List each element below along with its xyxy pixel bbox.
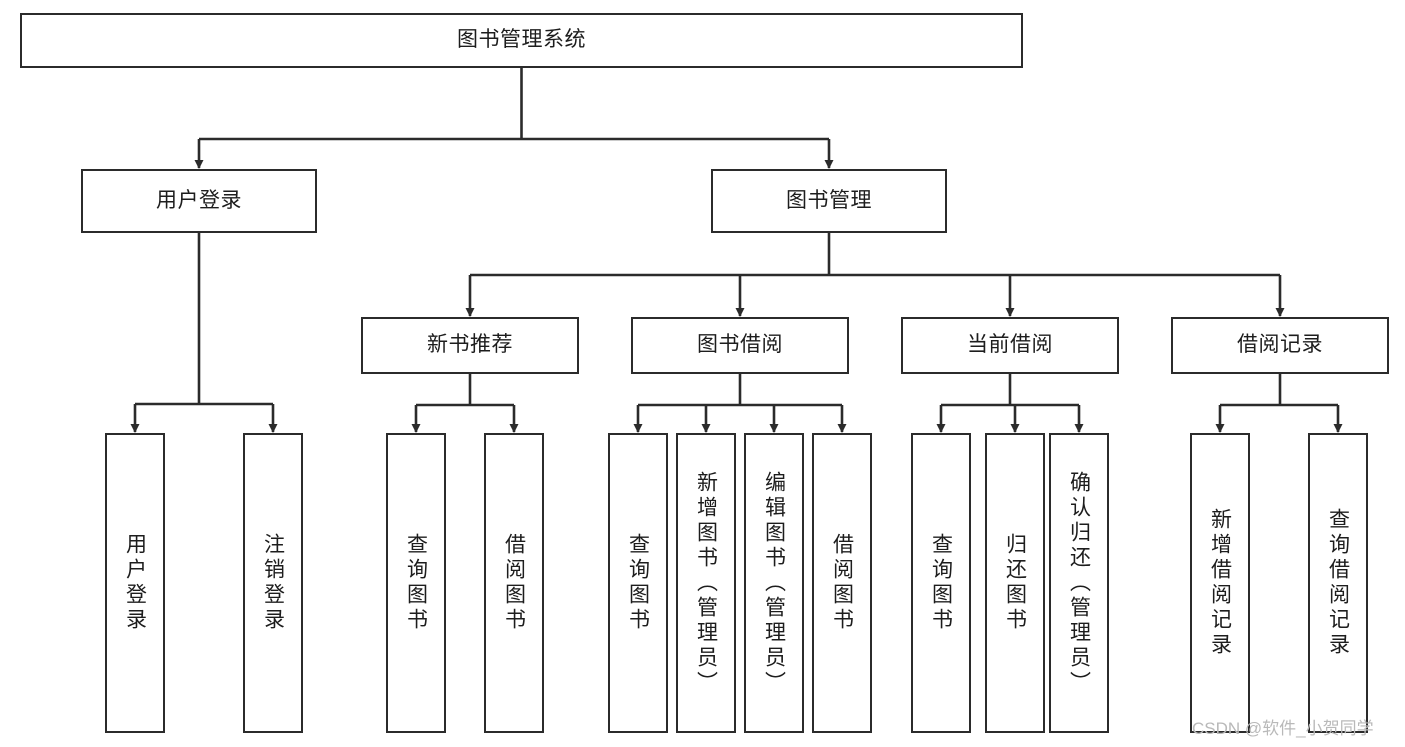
node-leaf-rec-query[interactable]: 查询图书 [386,433,446,733]
node-label: 归还图书 [1003,533,1027,633]
node-leaf-user-login[interactable]: 用户登录 [105,433,165,733]
node-leaf-br-query[interactable]: 查询借阅记录 [1308,433,1368,733]
node-label: 用户登录 [123,533,147,633]
node-book-borrow[interactable]: 图书借阅 [631,317,849,374]
node-label: 图书管理 [786,188,872,212]
node-label: 确认归还（管理员） [1067,470,1091,696]
node-label: 图书管理系统 [457,28,586,52]
node-current-borrow[interactable]: 当前借阅 [901,317,1119,374]
node-borrow-record[interactable]: 借阅记录 [1171,317,1389,374]
node-leaf-bb-borrow[interactable]: 借阅图书 [812,433,872,733]
node-new-book-rec[interactable]: 新书推荐 [361,317,579,374]
node-leaf-br-add[interactable]: 新增借阅记录 [1190,433,1250,733]
node-leaf-cb-confirm[interactable]: 确认归还（管理员） [1049,433,1109,733]
node-label: 新书推荐 [427,333,513,357]
node-label: 借阅图书 [830,533,854,633]
node-label: 注销登录 [261,533,285,633]
node-label: 编辑图书（管理员） [762,470,786,696]
node-leaf-bb-add[interactable]: 新增图书（管理员） [676,433,736,733]
node-leaf-bb-query[interactable]: 查询图书 [608,433,668,733]
node-label: 用户登录 [156,188,242,212]
node-label: 查询图书 [929,533,953,633]
node-leaf-bb-edit[interactable]: 编辑图书（管理员） [744,433,804,733]
node-label: 新增借阅记录 [1208,508,1232,658]
node-label: 新增图书（管理员） [694,470,718,696]
node-leaf-cb-query[interactable]: 查询图书 [911,433,971,733]
watermark-text: CSDN @软件_小贺同学 [1192,719,1374,738]
connector-paths [130,68,1343,433]
node-label: 查询图书 [626,533,650,633]
node-user-login[interactable]: 用户登录 [81,169,317,233]
node-label: 图书借阅 [697,333,783,357]
node-leaf-user-logout[interactable]: 注销登录 [243,433,303,733]
node-label: 当前借阅 [967,333,1053,357]
node-label: 借阅图书 [502,533,526,633]
node-label: 借阅记录 [1237,333,1323,357]
node-label: 查询图书 [404,533,428,633]
node-leaf-rec-borrow[interactable]: 借阅图书 [484,433,544,733]
node-root[interactable]: 图书管理系统 [20,13,1023,68]
node-label: 查询借阅记录 [1326,508,1350,658]
node-leaf-cb-return[interactable]: 归还图书 [985,433,1045,733]
node-book-manage[interactable]: 图书管理 [711,169,947,233]
